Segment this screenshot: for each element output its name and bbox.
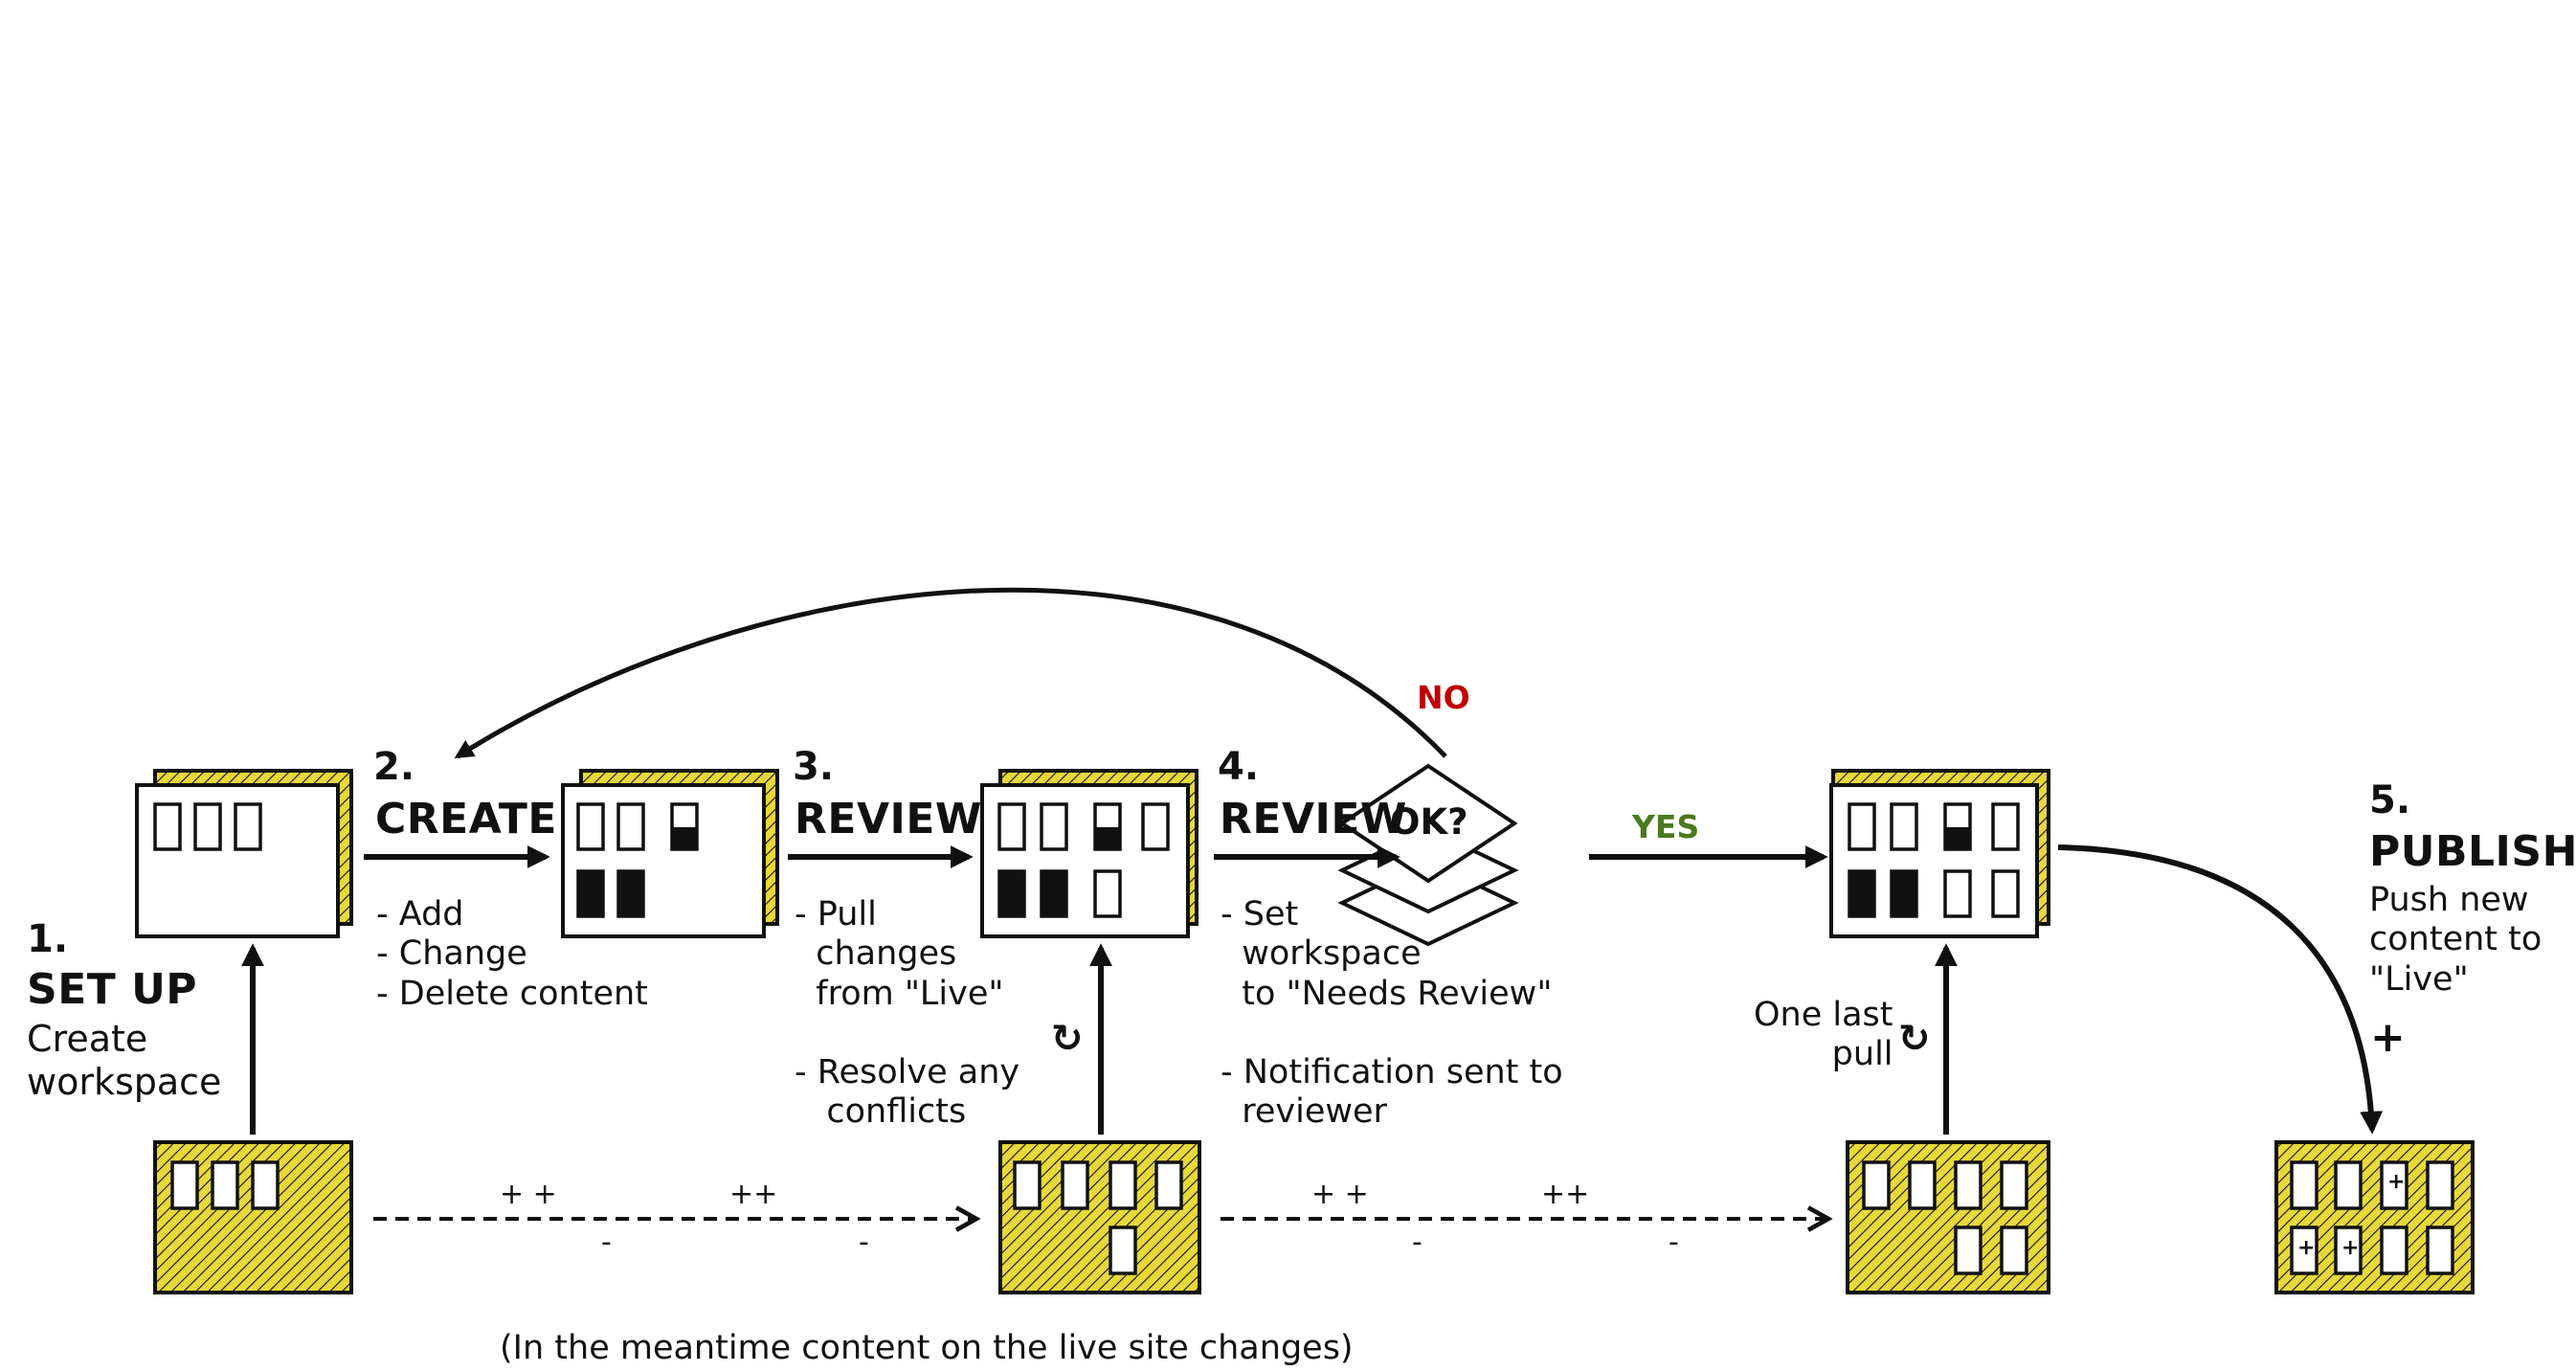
refresh-icon: ↻ — [1898, 1017, 1931, 1061]
live-change-add: ++ — [729, 1178, 778, 1211]
publish-arrow — [2057, 844, 2384, 1135]
step-publish-number: 5. — [2369, 778, 2411, 822]
live-change-remove: - — [1412, 1226, 1422, 1259]
cell-plus-mark: + — [2297, 1236, 2316, 1260]
live-change-remove: - — [859, 1226, 869, 1259]
live-change-add: + + — [1311, 1178, 1369, 1211]
step-setup-title: SET UP — [27, 965, 198, 1014]
footer-note: (In the meantime content on the live sit… — [500, 1329, 1354, 1367]
live-change-remove: - — [601, 1226, 612, 1259]
step-review2-desc: - Set workspace to "Needs Review" - Noti… — [1221, 895, 1563, 1132]
live-site-published — [2274, 1140, 2475, 1294]
step-create-desc: - Add - Change - Delete content — [376, 895, 648, 1013]
live-site-1 — [153, 1140, 353, 1294]
workspace-approved — [1829, 769, 2050, 938]
step-create-title: CREATE — [375, 795, 557, 843]
decision-label: OK? — [1390, 801, 1468, 843]
live-site-2 — [998, 1140, 1201, 1294]
step-review1-number: 3. — [793, 745, 835, 789]
workspace-create — [561, 769, 779, 938]
live-change-add: ++ — [1541, 1178, 1590, 1211]
last-pull-label: One last pull — [1754, 996, 1893, 1074]
step-review1-desc: - Pull changes from "Live" - Resolve any… — [795, 895, 1020, 1132]
live-site-3 — [1846, 1140, 2050, 1294]
decision-yes-label: YES — [1632, 808, 1700, 845]
pull-arrows — [241, 943, 1958, 1135]
cell-plus-mark: + — [2341, 1236, 2360, 1260]
step-setup-number: 1. — [27, 917, 69, 961]
step-review2-title: REVIEW — [1220, 795, 1407, 843]
workspace-setup — [135, 769, 353, 938]
workspace-review-1 — [980, 769, 1198, 938]
step-setup-desc: Create workspace — [27, 1018, 222, 1103]
step-review1-title: REVIEW — [795, 795, 982, 843]
step-review2-number: 4. — [1218, 745, 1260, 789]
decision-stack — [1337, 763, 1519, 947]
step-create-number: 2. — [373, 745, 415, 789]
no-loop-arrow — [454, 587, 1447, 759]
step-publish-desc: Push new content to "Live" — [2369, 881, 2542, 999]
decision-no-label: NO — [1417, 679, 1470, 716]
step-publish-title: PUBLISH — [2369, 827, 2576, 876]
refresh-icon: ↻ — [1051, 1017, 1084, 1061]
cell-plus-mark: + — [2387, 1170, 2406, 1194]
live-change-remove: - — [1669, 1226, 1679, 1259]
publish-plus: + — [2370, 1013, 2406, 1062]
live-change-add: + + — [500, 1178, 557, 1211]
